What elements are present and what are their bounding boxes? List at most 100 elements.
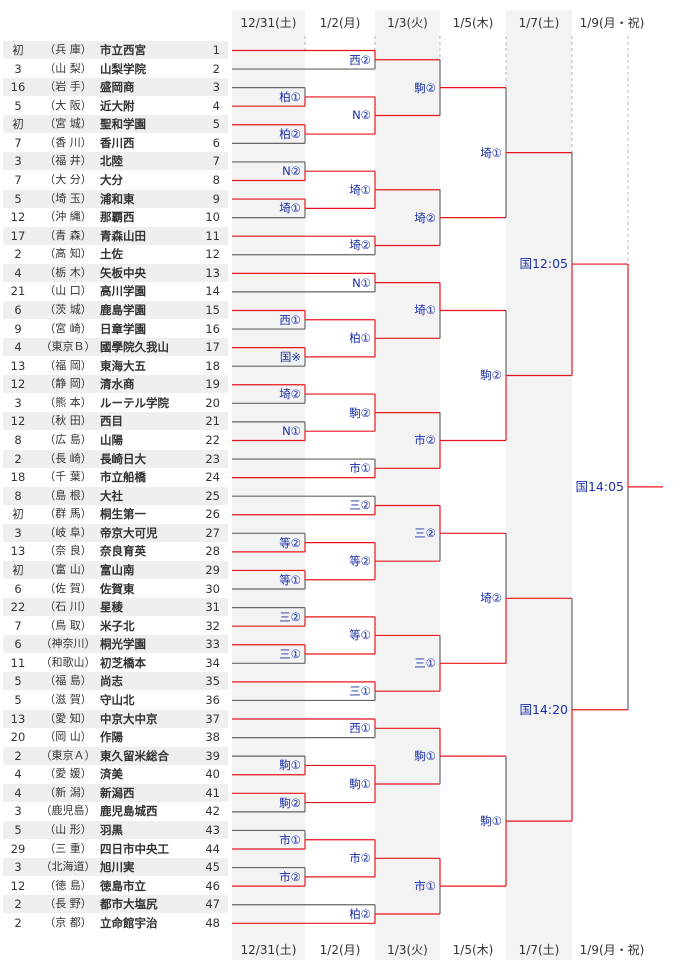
team-name: 東海大五 — [100, 358, 146, 373]
team-prefecture: 長 崎 — [37, 450, 99, 468]
match-label: 柏① — [349, 331, 371, 346]
team-appearances: 6 — [14, 302, 22, 317]
team-row: 3鹿児島鹿児島城西42 — [3, 802, 228, 820]
team-appearances: 16 — [10, 80, 26, 95]
team-appearances: 初 — [12, 117, 24, 132]
team-name: 盛岡商 — [100, 80, 135, 95]
column-shade-1-7 — [506, 10, 572, 960]
team-name: 奈良育英 — [100, 544, 146, 559]
team-appearances: 3 — [14, 395, 22, 410]
date-header-1-9: 1/9(月・祝) — [579, 16, 645, 30]
team-appearances: 20 — [10, 730, 26, 745]
team-name: 聖和学園 — [100, 117, 146, 132]
team-appearances: 7 — [14, 618, 22, 633]
team-row: 3北海道旭川実45 — [3, 858, 228, 877]
date-header-1-5: 1/5(木) — [452, 16, 494, 30]
team-prefecture: 富 山 — [37, 561, 99, 579]
team-prefecture: 愛 媛 — [37, 765, 99, 783]
team-draw-number: 9 — [212, 191, 220, 206]
match-label: 埼② — [414, 210, 436, 225]
team-appearances: 2 — [14, 451, 22, 466]
team-name: 大社 — [100, 488, 123, 503]
team-prefecture: 京 都 — [37, 914, 99, 932]
team-draw-number: 4 — [212, 98, 220, 113]
team-prefecture: 徳 島 — [37, 877, 99, 895]
date-header-1-7: 1/7(土) — [518, 16, 560, 30]
team-name: 香川西 — [100, 135, 135, 150]
team-draw-number: 37 — [205, 711, 220, 726]
team-row: 17青 森青森山田11 — [3, 226, 228, 245]
team-appearances: 5 — [14, 191, 22, 206]
team-row: 6茨 城鹿島学園15 — [3, 300, 228, 319]
match-label: 埼① — [414, 303, 436, 318]
team-prefecture: 千 葉 — [37, 468, 99, 486]
team-prefecture: 滋 賀 — [37, 691, 99, 709]
date-footer-1-3: 1/3(火) — [387, 943, 428, 957]
date-footer-12-31: 12/31(土) — [240, 943, 297, 957]
team-draw-number: 38 — [205, 730, 220, 745]
team-name: 山陽 — [100, 432, 123, 447]
match-label: 等① — [349, 628, 371, 643]
match-label: 埼① — [279, 201, 301, 216]
team-prefecture: 宮 崎 — [37, 320, 99, 338]
team-prefecture: 長 野 — [37, 895, 99, 913]
team-appearances: 21 — [10, 284, 26, 299]
team-name: 西目 — [100, 414, 123, 429]
team-appearances: 5 — [14, 822, 22, 837]
team-name: 高川学園 — [100, 284, 146, 299]
team-draw-number: 6 — [212, 135, 220, 150]
team-row: 6神奈川桐光学園33 — [3, 635, 228, 654]
match-label: 市② — [349, 851, 371, 866]
team-row: 5滋 賀守山北36 — [3, 691, 228, 709]
match-label: 市① — [414, 879, 436, 894]
date-header-1-2: 1/2(月) — [319, 16, 361, 30]
team-prefecture: 山 梨 — [37, 60, 99, 78]
date-header-1-3: 1/3(火) — [387, 16, 428, 30]
team-prefecture: 和歌山 — [37, 654, 99, 672]
team-row: 5埼 玉浦和東9 — [3, 189, 228, 208]
team-draw-number: 18 — [205, 358, 220, 373]
team-prefecture: 大 阪 — [37, 97, 99, 115]
team-prefecture: 佐 賀 — [37, 580, 99, 598]
team-prefecture: 兵 庫 — [37, 41, 99, 59]
team-name: 立命館宇治 — [100, 915, 158, 930]
team-row: 3福 井北陸7 — [3, 152, 228, 171]
team-name: 守山北 — [100, 692, 135, 707]
team-prefecture: 鹿児島 — [37, 802, 99, 820]
match-label: 三① — [279, 647, 301, 662]
team-name: 山梨学院 — [100, 61, 146, 76]
team-draw-number: 2 — [212, 61, 220, 76]
team-name: 都市大塩尻 — [100, 897, 158, 912]
team-appearances: 6 — [14, 581, 22, 596]
team-draw-number: 20 — [205, 395, 220, 410]
team-name: 大分 — [100, 172, 123, 187]
team-name: 星稜 — [100, 600, 123, 615]
team-draw-number: 40 — [205, 767, 220, 782]
team-prefecture: 鳥 取 — [37, 617, 99, 635]
team-row: 2東京Ａ東久留米総合39 — [3, 746, 228, 765]
team-name: 済美 — [100, 767, 123, 782]
team-draw-number: 16 — [205, 321, 220, 336]
team-prefecture: 青 森 — [37, 227, 99, 245]
team-appearances: 4 — [14, 340, 22, 355]
team-row: 5大 阪近大附4 — [3, 97, 228, 115]
match-label: 国14:20 — [519, 701, 568, 717]
match-label: N② — [352, 108, 371, 123]
team-draw-number: 19 — [205, 377, 220, 392]
team-appearances: 7 — [14, 172, 22, 187]
team-appearances: 7 — [14, 135, 22, 150]
date-footer-1-2: 1/2(月) — [319, 943, 361, 957]
team-name: 初芝橋本 — [100, 655, 146, 670]
match-label: 西① — [279, 312, 301, 327]
team-row: 16岩 手盛岡商3 — [3, 78, 228, 97]
team-row: 7香 川香川西6 — [3, 134, 228, 152]
team-name: 市立船橋 — [100, 470, 146, 485]
team-name: 青森山田 — [100, 228, 146, 243]
match-label: 市① — [349, 461, 371, 476]
team-prefecture: 東京Ａ — [37, 747, 99, 765]
match-label: 市① — [279, 832, 301, 847]
column-shade-12-31 — [232, 10, 305, 960]
team-name: 土佐 — [100, 247, 123, 262]
team-draw-number: 30 — [205, 581, 220, 596]
